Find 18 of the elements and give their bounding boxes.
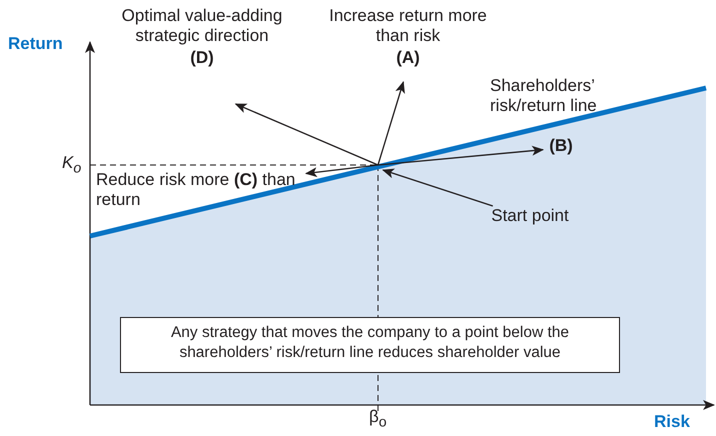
option-letter: (D) [189,48,215,68]
line-label: Shareholders’ risk/return line [490,76,598,116]
arrow [382,168,493,207]
annotation-text: Increase return more than risk [328,6,488,46]
arrow [378,146,544,166]
axis-value: K$_{o}$ [62,153,82,178]
axis-title: Return [8,34,63,54]
annotation-text: Optimal value-adding strategic direction [120,6,284,46]
annotation-text: (B) [548,136,574,156]
arrow [377,81,405,166]
arrow [234,103,378,166]
axis-title: Risk [654,412,690,432]
note-box: Any strategy that moves the company to a point below the shareholders’ risk/return line reduces shareholder value [120,317,620,373]
annotation-text: Reduce risk more (C) than return [95,170,296,210]
axis-value: β$_{o}$ [369,407,387,432]
arrow [305,164,378,178]
option-letter: (A) [395,48,421,68]
annotation-text: Start point [490,206,570,226]
